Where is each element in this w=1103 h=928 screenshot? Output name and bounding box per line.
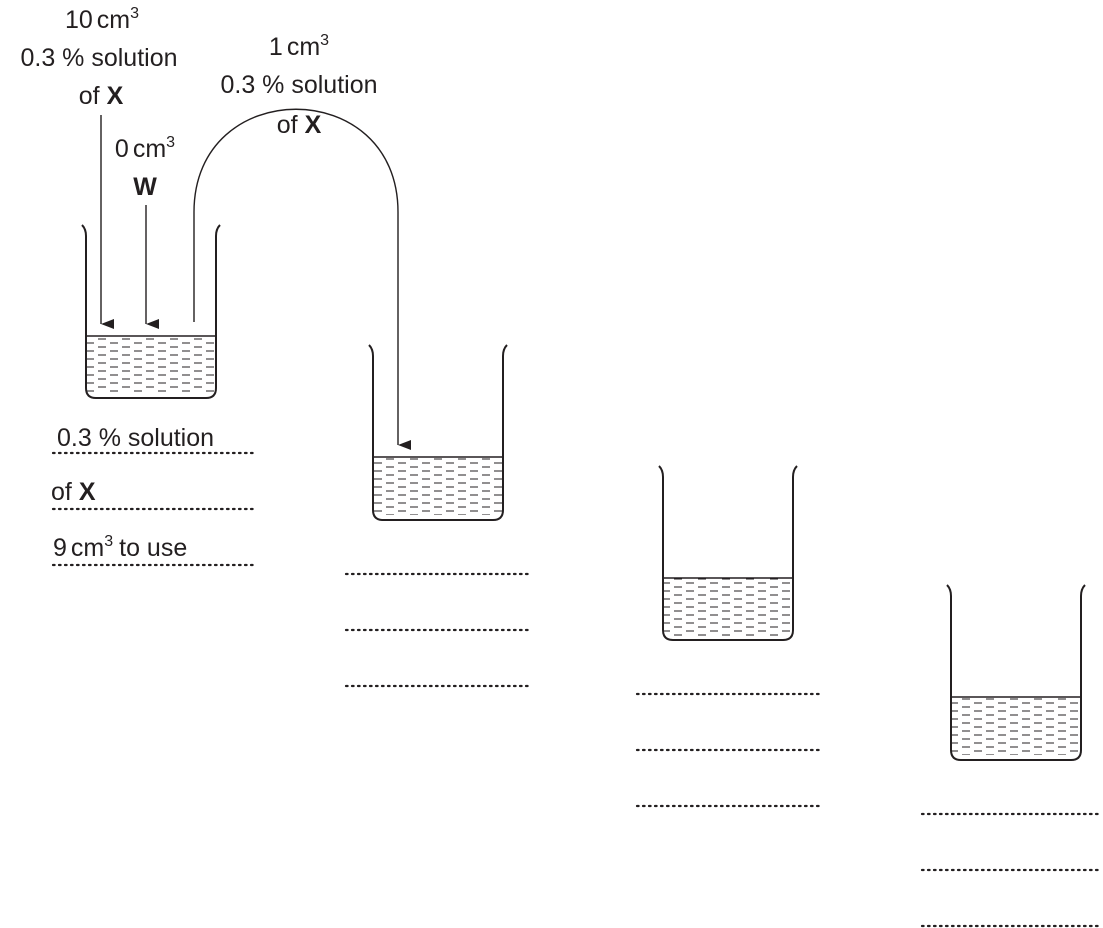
beaker-2 [368,344,508,521]
beaker-1-outline [81,224,221,399]
beaker-2-liquid [373,457,503,515]
transfer-arrow [193,108,411,450]
beaker-3-outline [658,465,798,641]
beaker-2-outline [368,344,508,521]
beaker-3 [658,465,798,641]
stock-of-x-label: of X [79,82,124,110]
beaker-1-answer-line-1: 0.3 % solution [57,424,214,452]
beaker-1-liquid [86,336,216,394]
stock-solution-label: 0.3 % solution [20,44,177,72]
beaker-4-liquid [951,697,1081,755]
beaker-4-outline [946,584,1086,761]
beaker-1-answer-line-2: of X [51,478,96,506]
beaker-3-liquid [663,578,793,636]
beaker-4 [946,584,1086,761]
water-w-label: W [133,173,157,201]
beaker-1 [81,224,221,399]
transfer-of-x-label: of X [277,111,322,139]
transfer-solution-label: 0.3 % solution [220,71,377,99]
